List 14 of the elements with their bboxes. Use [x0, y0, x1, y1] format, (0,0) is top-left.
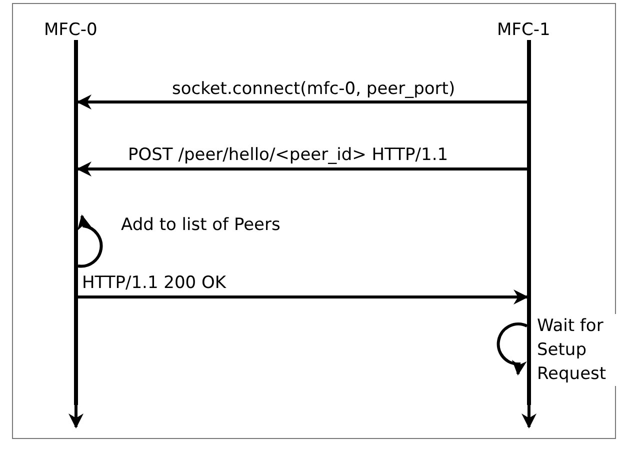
participant-name: MFC-0 [44, 20, 98, 40]
message-label: POST /peer/hello/<peer_id> HTTP/1.1 [128, 144, 448, 166]
message-arrow [76, 94, 527, 110]
self-loop-arrow [496, 322, 528, 376]
message-arrow [76, 162, 527, 176]
lifeline [527, 40, 531, 405]
participant-name: MFC-1 [497, 20, 550, 40]
message-arrow [78, 290, 528, 304]
message-label: Wait for Setup Request [537, 314, 617, 386]
lifeline [74, 40, 78, 405]
lifeline-arrow [522, 403, 536, 428]
lifeline-arrow [68, 403, 84, 428]
message-label: socket.connect(mfc-0, peer_port) [172, 78, 456, 100]
self-loop-arrow [77, 214, 103, 268]
